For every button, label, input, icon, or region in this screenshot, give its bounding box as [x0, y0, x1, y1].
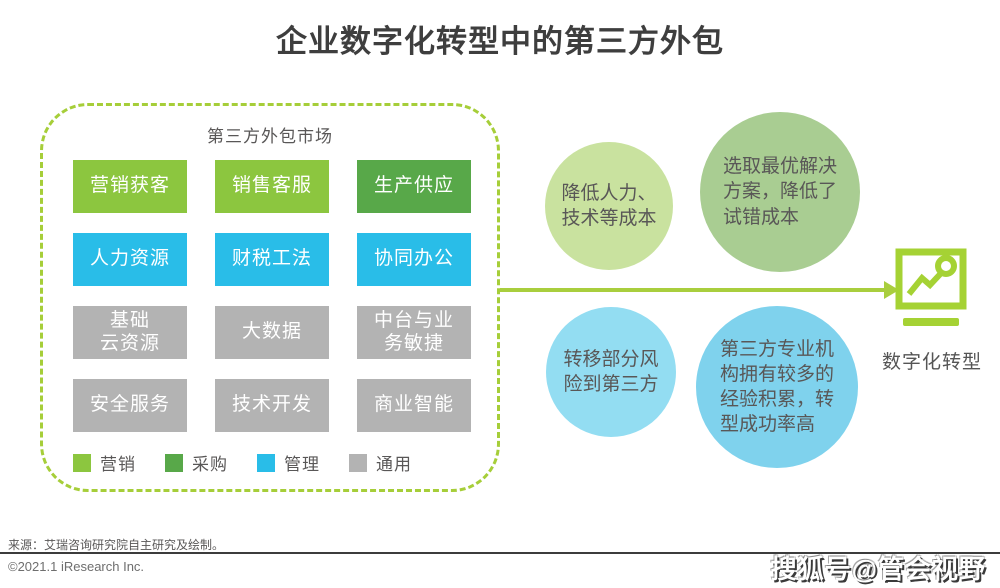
- segment-box-production-supply: 生产供应: [357, 160, 471, 213]
- benefit-circle-optimal-solution: 选取最优解决 方案，降低了 试错成本: [700, 112, 860, 272]
- digital-transformation-monitor-icon: [893, 247, 969, 331]
- segment-box-security-service: 安全服务: [73, 379, 187, 432]
- copyright-note: ©2021.1 iResearch Inc.: [8, 559, 145, 574]
- segment-box-tech-development: 技术开发: [215, 379, 329, 432]
- footer-divider: [0, 552, 1000, 554]
- management-color-swatch: [257, 453, 275, 472]
- market-panel-title: 第三方外包市场: [207, 127, 333, 146]
- category-legend: 营销 采购 管理 通用: [73, 450, 412, 475]
- benefit-circle-risk-transfer: 转移部分风 险到第三方: [546, 307, 676, 437]
- market-segment-grid: 营销获客 销售客服 生产供应 人力资源 财税工法 协同办公 基础 云资源 大数据…: [73, 160, 471, 432]
- segment-box-sales-service: 销售客服: [215, 160, 329, 213]
- segment-box-collaboration: 协同办公: [357, 233, 471, 286]
- marketing-color-swatch: [73, 453, 91, 472]
- legend-item-procurement: 采购: [165, 450, 228, 475]
- sohu-watermark: 搜狐号@管会视野: [770, 554, 986, 584]
- segment-box-business-intelligence: 商业智能: [357, 379, 471, 432]
- transformation-arrow-line: [500, 288, 886, 292]
- benefit-circle-cost-reduction: 降低人力、 技术等成本: [545, 142, 673, 270]
- legend-item-general: 通用: [349, 450, 412, 475]
- segment-box-finance-tax-legal: 财税工法: [215, 233, 329, 286]
- legend-item-marketing: 营销: [73, 450, 136, 475]
- legend-item-management: 管理: [257, 450, 320, 475]
- segment-box-cloud-resources: 基础 云资源: [73, 306, 187, 359]
- page-title: 企业数字化转型中的第三方外包: [276, 24, 724, 59]
- segment-box-human-resources: 人力资源: [73, 233, 187, 286]
- procurement-color-swatch: [165, 453, 183, 472]
- transformation-arrow-head: [884, 281, 899, 299]
- general-color-swatch: [349, 453, 367, 472]
- digital-transformation-label: 数字化转型: [881, 352, 982, 373]
- segment-box-marketing-acquisition: 营销获客: [73, 160, 187, 213]
- source-note: 来源：艾瑞咨询研究院自主研究及绘制。: [8, 538, 225, 552]
- third-party-market-panel: 第三方外包市场 营销获客 销售客服 生产供应 人力资源 财税工法 协同办公 基础…: [40, 103, 500, 492]
- segment-box-middle-platform: 中台与业 务敏捷: [357, 306, 471, 359]
- benefit-circle-experience-success: 第三方专业机 构拥有较多的 经验积累，转 型成功率高: [696, 306, 858, 468]
- segment-box-big-data: 大数据: [215, 306, 329, 359]
